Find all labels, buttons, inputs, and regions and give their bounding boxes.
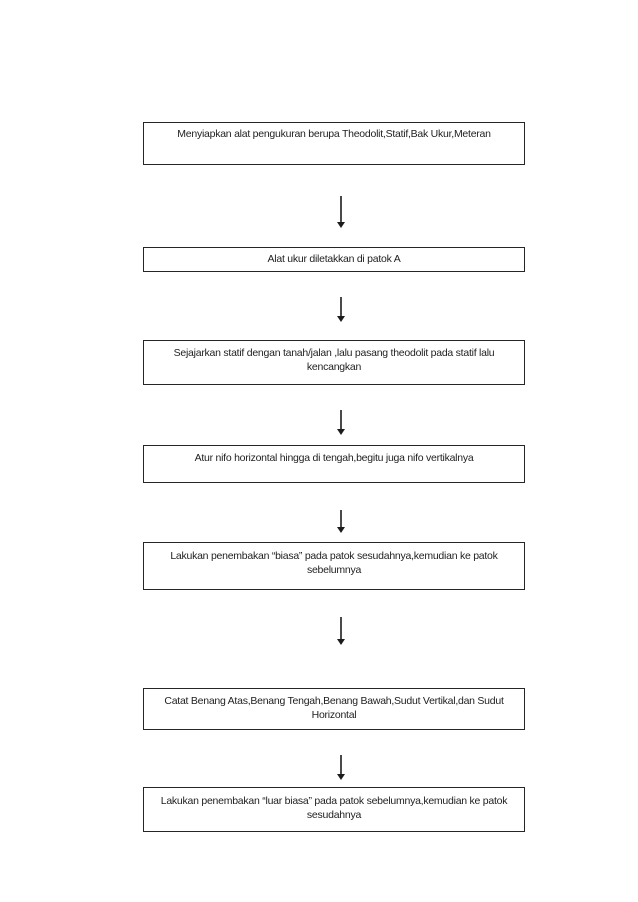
arrow-shaft bbox=[340, 617, 342, 639]
arrow-shaft bbox=[340, 196, 342, 222]
flowchart-step-1-text: Menyiapkan alat pengukuran berupa Theodo… bbox=[177, 128, 491, 140]
flowchart-step-4: Atur nifo horizontal hingga di tengah,be… bbox=[143, 445, 525, 483]
down-arrow-icon bbox=[337, 617, 345, 645]
arrow-shaft bbox=[340, 297, 342, 316]
arrow-head bbox=[337, 222, 345, 228]
arrow-head bbox=[337, 774, 345, 780]
arrow-head bbox=[337, 316, 345, 322]
flowchart-step-2-text: Alat ukur diletakkan di patok A bbox=[267, 253, 401, 265]
arrow-shaft bbox=[340, 755, 342, 774]
down-arrow-icon bbox=[337, 510, 345, 533]
flowchart-step-2: Alat ukur diletakkan di patok A bbox=[143, 247, 525, 272]
down-arrow-icon bbox=[337, 410, 345, 435]
down-arrow-icon bbox=[337, 297, 345, 322]
arrow-shaft bbox=[340, 410, 342, 429]
flowchart-step-7: Lakukan penembakan “luar biasa” pada pat… bbox=[143, 787, 525, 832]
down-arrow-icon bbox=[337, 755, 345, 780]
flowchart-step-3-text: Sejajarkan statif dengan tanah/jalan ,la… bbox=[173, 347, 495, 373]
arrow-shaft bbox=[340, 510, 342, 527]
flowchart-step-7-text: Lakukan penembakan “luar biasa” pada pat… bbox=[160, 795, 508, 821]
flowchart-step-4-text: Atur nifo horizontal hingga di tengah,be… bbox=[194, 452, 474, 464]
arrow-head bbox=[337, 429, 345, 435]
flowchart-step-1: Menyiapkan alat pengukuran berupa Theodo… bbox=[143, 122, 525, 165]
flowchart-step-5-text: Lakukan penembakan “biasa” pada patok se… bbox=[170, 550, 498, 576]
flowchart-step-5: Lakukan penembakan “biasa” pada patok se… bbox=[143, 542, 525, 590]
flowchart-step-6: Catat Benang Atas,Benang Tengah,Benang B… bbox=[143, 688, 525, 730]
down-arrow-icon bbox=[337, 196, 345, 228]
flowchart-step-6-text: Catat Benang Atas,Benang Tengah,Benang B… bbox=[164, 695, 504, 721]
arrow-head bbox=[337, 639, 345, 645]
flowchart-step-3: Sejajarkan statif dengan tanah/jalan ,la… bbox=[143, 340, 525, 385]
arrow-head bbox=[337, 527, 345, 533]
